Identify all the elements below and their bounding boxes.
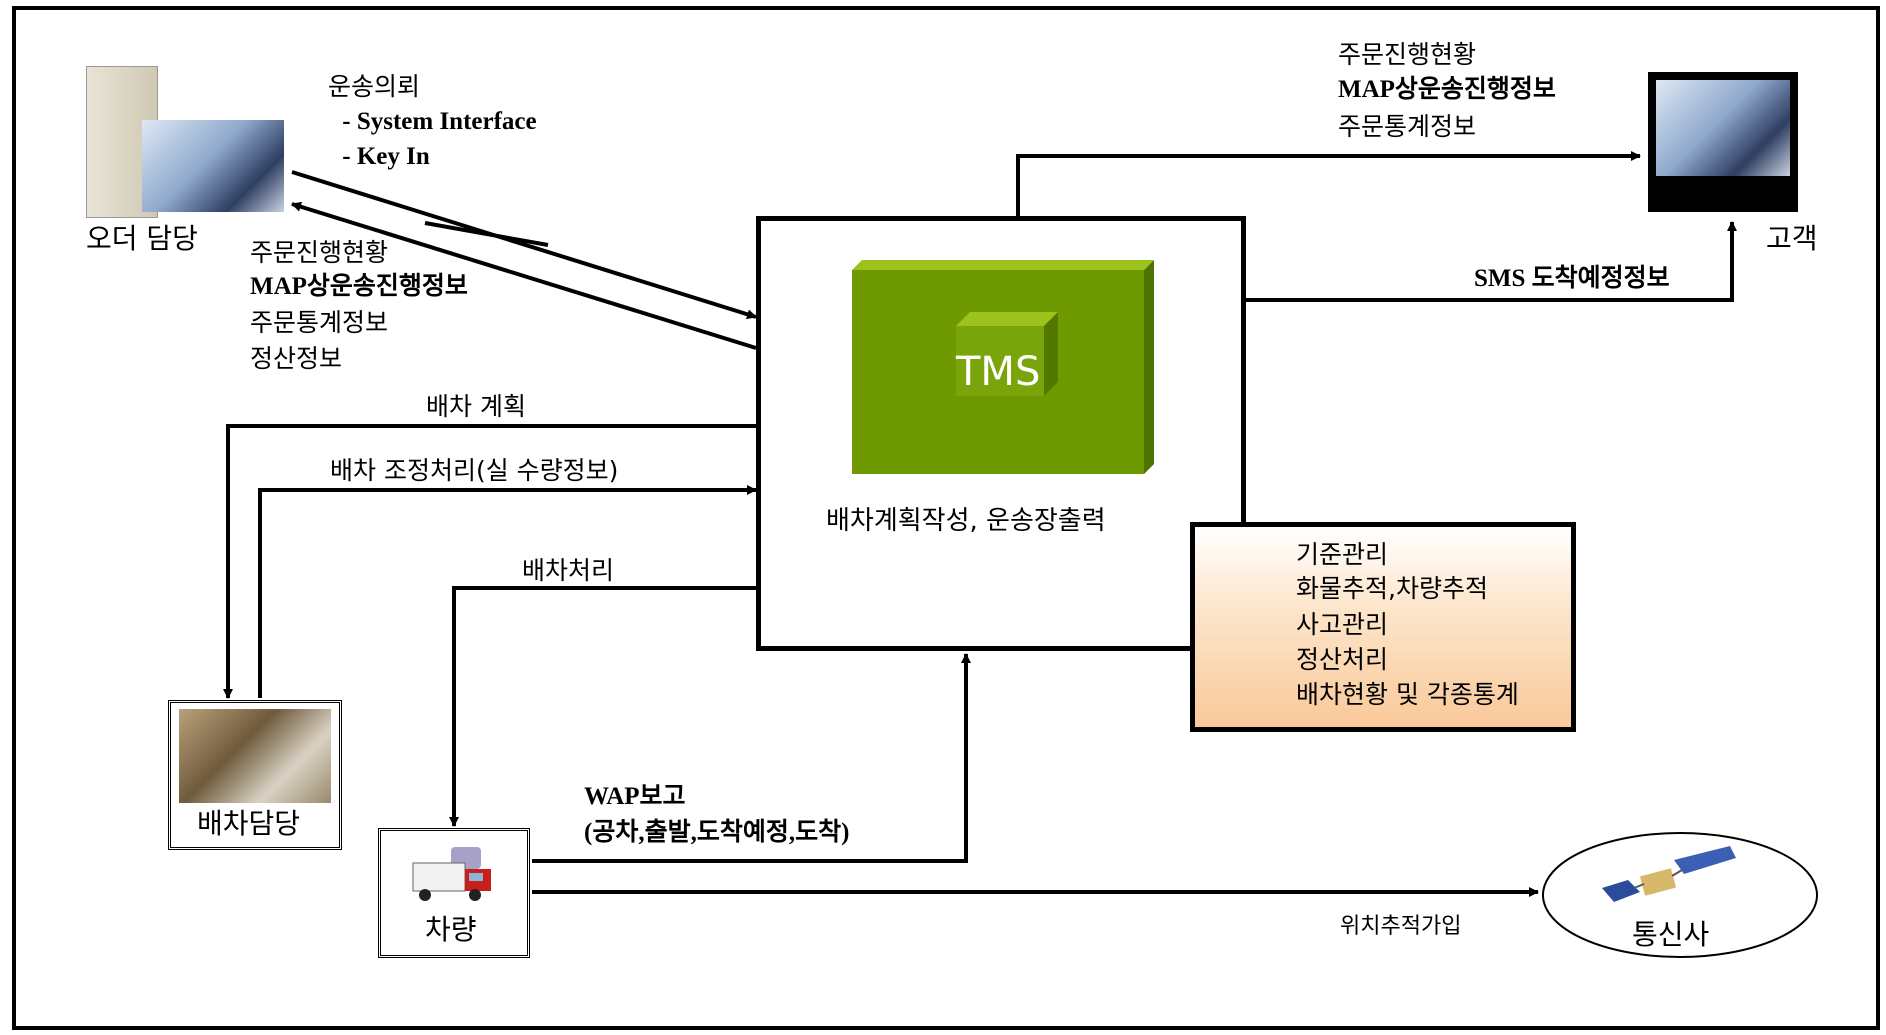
- customer-monitor-icon: [1648, 72, 1798, 212]
- dispatch-staff-photo: [179, 709, 331, 803]
- tms-cube-icon: [852, 260, 1154, 474]
- wap-line: (공차,출발,도착예정,도착): [584, 819, 850, 846]
- customer-info-line: MAP상운송진행정보: [1338, 76, 1556, 103]
- arrow-tms-to-customer-info: [1016, 151, 1641, 216]
- order-info-line: 주문통계정보: [250, 308, 389, 337]
- tms-function-item: 사고관리: [1296, 610, 1389, 639]
- order-staff-photo: [142, 120, 284, 212]
- tms-caption: 배차계획작성, 운송장출력: [826, 506, 1106, 536]
- carrier-ellipse: [1542, 832, 1818, 958]
- tms-system-box: [756, 216, 1246, 651]
- customer-info-line: 주문진행현황: [1338, 40, 1477, 69]
- tracking-label: 위치추적가입: [1340, 914, 1462, 939]
- arrow-dispatch-process: [449, 586, 756, 827]
- arrow-dispatch-adjust: [258, 485, 757, 698]
- dispatch-process-label: 배차처리: [522, 556, 615, 585]
- truck-icon: [412, 847, 491, 901]
- dispatch-adjust-label: 배차 조정처리(실 수량정보): [330, 456, 619, 485]
- order-info-line: 주문진행현황: [250, 238, 389, 267]
- arrow-wap-report: [532, 653, 971, 863]
- customer-label: 고객: [1766, 222, 1818, 255]
- vehicle-card: 차량: [378, 828, 530, 958]
- order-request-line: - Key In: [336, 143, 430, 170]
- stroke-decor: [424, 221, 549, 247]
- arrow-order-to-tms: [291, 170, 757, 320]
- wap-line: WAP보고: [584, 783, 686, 810]
- customer-info-line: 주문통계정보: [1338, 112, 1477, 141]
- vehicle-label: 차량: [425, 913, 477, 946]
- dispatch-staff-label: 배차담당: [197, 807, 301, 840]
- order-staff-label: 오더 담당: [86, 222, 198, 255]
- order-request-line: - System Interface: [336, 108, 537, 135]
- arrow-tms-to-order: [291, 201, 757, 350]
- tms-function-item: 기준관리: [1296, 540, 1389, 569]
- dispatch-plan-label: 배차 계획: [426, 392, 526, 421]
- satellite-icon: [1602, 846, 1736, 902]
- tms-function-item: 정산처리: [1296, 645, 1389, 674]
- order-request-line: 운송의뢰: [328, 72, 421, 101]
- order-info-line: MAP상운송진행정보: [250, 273, 468, 300]
- tms-functions-box: [1190, 522, 1576, 732]
- arrow-dispatch-plan: [223, 424, 756, 699]
- sms-label: SMS 도착예정정보: [1474, 265, 1670, 292]
- diagram-frame: [12, 6, 1880, 1030]
- tms-logo-text: TMS: [956, 349, 1041, 395]
- dispatch-staff-card: 배차담당: [168, 700, 342, 850]
- arrow-tms-to-customer-sms: [1246, 221, 1737, 302]
- order-info-line: 정산정보: [250, 344, 343, 373]
- tms-function-item: 화물추적,차량추적: [1296, 574, 1488, 603]
- tms-function-item: 배차현황 및 각종통계: [1296, 680, 1519, 709]
- carrier-label: 통신사: [1632, 918, 1710, 951]
